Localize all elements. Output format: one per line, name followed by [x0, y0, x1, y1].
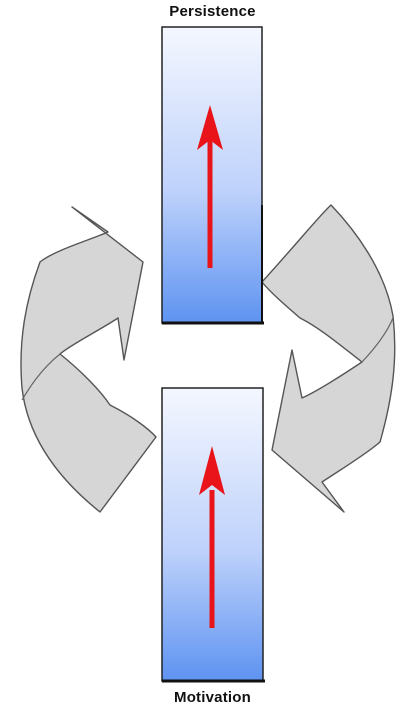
persistence-label: Persistence	[169, 3, 256, 20]
motivation-label: Motivation	[174, 689, 251, 706]
persistence-bar	[161, 26, 264, 325]
right-cycle-arrow-icon	[261, 204, 396, 513]
left-cycle-arrow-icon	[20, 206, 157, 513]
motivation-arrow-up-icon	[199, 446, 225, 628]
persistence-arrow-up-icon	[197, 105, 223, 268]
